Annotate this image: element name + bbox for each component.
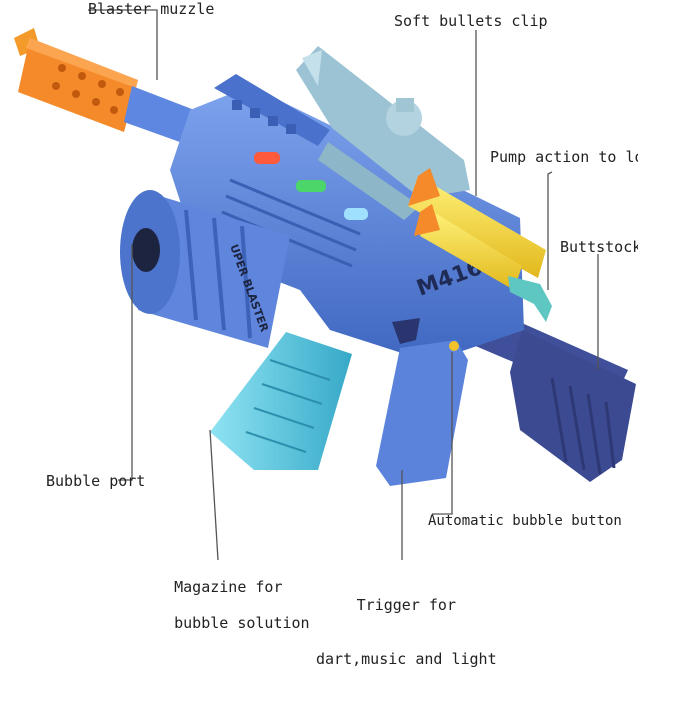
label-magazine-line-1: Magazine for [174,578,283,596]
diagram-canvas: M416 UPER BLASTER [14,0,638,668]
label-pump-action: Pump action to loa [490,148,638,166]
scope-part [296,46,470,220]
muzzle-part [14,28,138,132]
blaster-illustration: M416 UPER BLASTER [14,9,636,561]
label-blaster-muzzle: Blaster muzzle [88,0,215,18]
grip-part [376,318,468,486]
label-bubble-port: Bubble port [46,472,146,490]
receiver-part: M416 [170,74,524,362]
magazine-part [210,332,352,470]
label-buttstock: Buttstock [560,238,638,256]
label-trigger-line-1: Trigger for [356,596,456,614]
bubble-drum-part: UPER BLASTER [120,190,290,348]
soft-bullets-part [408,168,546,290]
auto-bubble-button-dot [449,341,459,351]
label-soft-bullets-clip: Soft bullets clip [394,12,548,30]
label-trigger-line-2: dart,music and light [316,650,497,668]
pump-part [508,276,552,322]
leader-lines [88,9,599,561]
label-magazine-line-2: bubble solution [174,614,310,632]
label-magazine: Magazine for bubble solution [138,560,310,650]
label-trigger: Trigger for dart,music and light [316,560,497,704]
label-automatic-bubble-button: Automatic bubble button [428,513,622,529]
